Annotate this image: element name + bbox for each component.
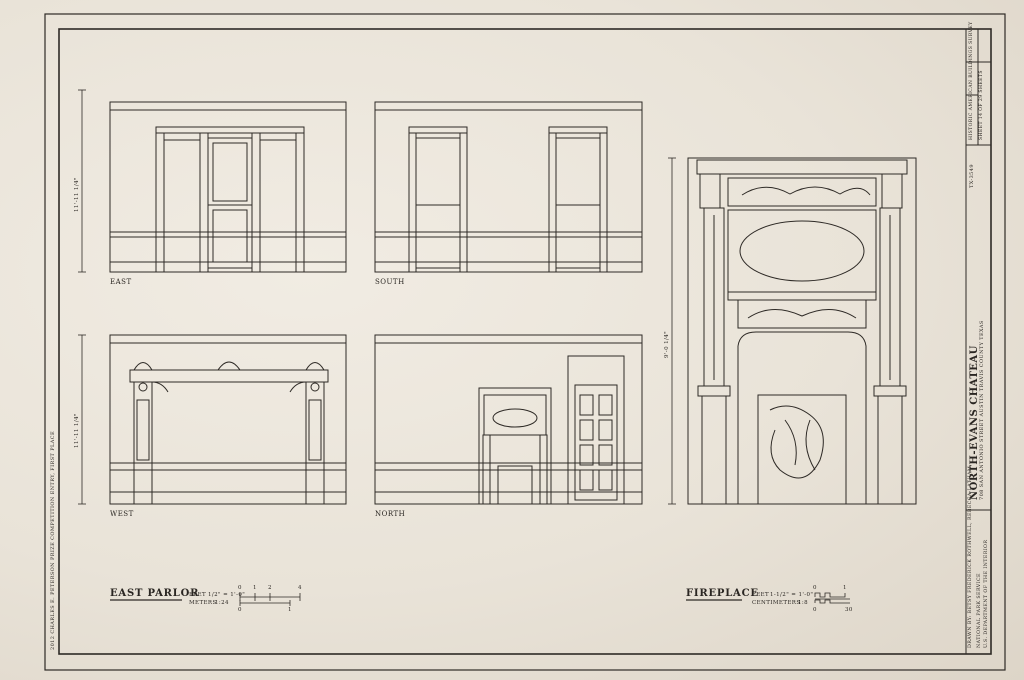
scale-tick: 0 (813, 607, 817, 613)
scale-tick: 0 (813, 585, 817, 591)
scale-tick: 1 (288, 607, 292, 613)
elevation-west (109, 334, 347, 505)
dim-fireplace: 9'-0 1/4" (664, 330, 670, 358)
label-north: NORTH (375, 510, 406, 518)
habs-number: TX-3549 (969, 164, 975, 188)
east-parlor-feet-label: FEET (189, 592, 207, 598)
scale-tick: 1 (253, 585, 257, 591)
dim-lower: 11'-11 1/4" (74, 413, 80, 448)
building-address: 708 SAN ANTONIO STREET AUSTIN TRAVIS COU… (979, 320, 985, 500)
scale-tick: 0 (238, 607, 242, 613)
agency-nps: NATIONAL PARK SERVICE (977, 573, 982, 648)
competition-note: 2012 CHARLES E. PETERSON PRIZE COMPETITI… (50, 430, 56, 650)
scale-tick: 30 (845, 607, 853, 613)
sheet-number: SHEET 14 OF 29 SHEETS (979, 70, 984, 140)
elevation-east (109, 101, 347, 273)
east-parlor-meters-label: METERS (189, 600, 217, 606)
fireplace-title: FIREPLACE (686, 588, 759, 599)
elevation-north (374, 334, 643, 505)
scale-tick: 2 (268, 585, 272, 591)
scale-tick: 4 (298, 585, 302, 591)
scale-tick: 1 (843, 585, 847, 591)
dim-upper: 11'-11 1/4" (74, 177, 80, 212)
fireplace-feet-scale: 1-1/2" = 1'-0" (770, 592, 814, 598)
east-parlor-title: EAST PARLOR (110, 588, 200, 599)
fireplace-feet-label: FEET (752, 592, 770, 598)
scale-tick: 0 (238, 585, 242, 591)
east-parlor-feet-scale: 1/2" = 1'-0" (208, 592, 246, 598)
elevation-south (374, 101, 643, 273)
fireplace-cm-scale: 1:8 (798, 600, 809, 606)
east-parlor-meters-scale: 1:24 (215, 600, 229, 606)
fireplace-cm-label: CENTIMETERS (752, 600, 801, 606)
label-south: SOUTH (375, 278, 405, 286)
survey-name: HISTORIC AMERICAN BUILDINGS SURVEY (969, 21, 974, 140)
elevation-fireplace (687, 157, 917, 505)
label-west: WEST (110, 510, 134, 518)
label-east: EAST (110, 278, 132, 286)
drawn-by: DRAWN BY: BETSY FREDERICK ROTHWELL, REBE… (968, 465, 973, 648)
agency-doi: U.S. DEPARTMENT OF THE INTERIOR (984, 539, 989, 648)
